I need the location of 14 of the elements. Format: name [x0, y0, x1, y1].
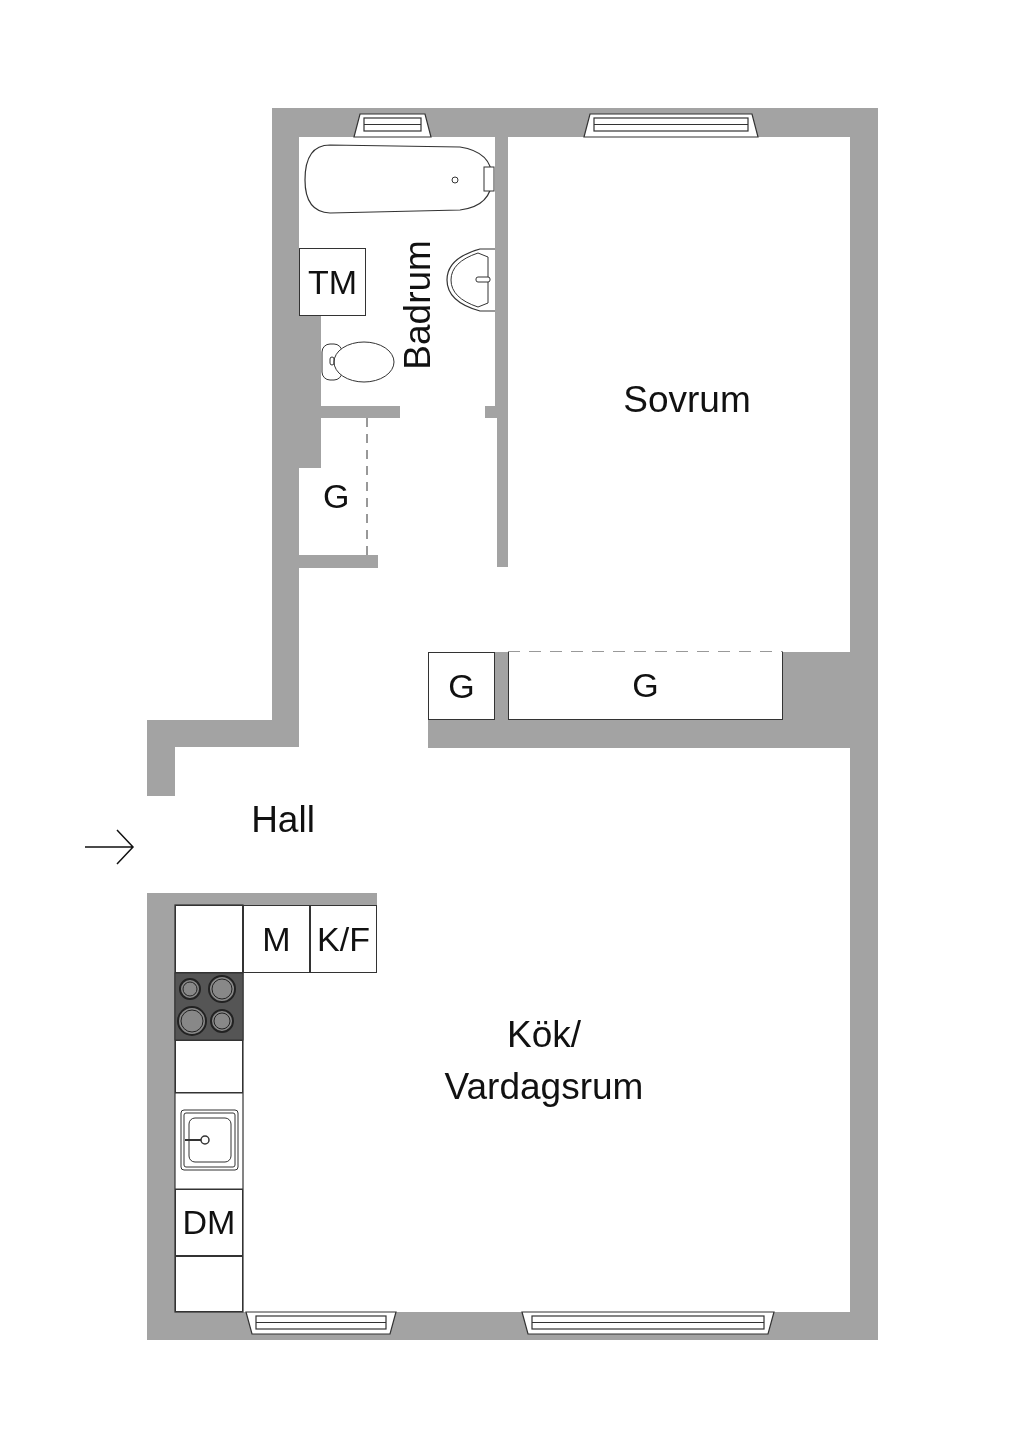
room-label: Kök/ Vardagsrum — [443, 1013, 645, 1109]
appliance-box: M — [243, 905, 310, 973]
appliance-box: DM — [175, 1189, 243, 1256]
appliance-box: K/F — [310, 905, 377, 973]
room-label: Hall — [251, 798, 315, 843]
room-label: Sovrum — [623, 378, 751, 423]
closet-box: G — [428, 652, 495, 720]
appliance-box: TM — [299, 248, 366, 316]
counter-cell — [175, 1256, 243, 1312]
room-label: Badrum — [396, 240, 440, 370]
counter-cell — [175, 905, 243, 973]
counter-cell — [175, 1040, 243, 1093]
closet-area: G — [299, 418, 367, 555]
closet-box: G — [508, 652, 783, 720]
